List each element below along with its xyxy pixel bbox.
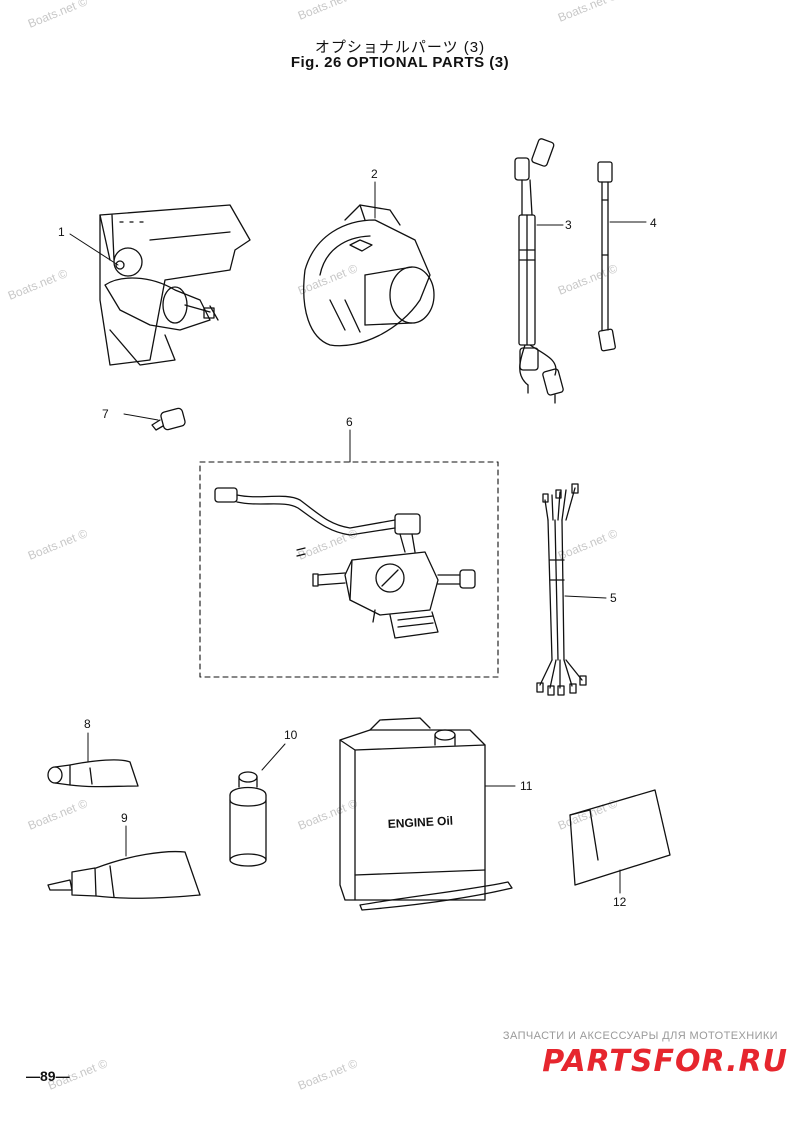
callout-4: 4: [650, 216, 657, 230]
part-3-extension-harness: [514, 138, 564, 404]
callout-3: 3: [565, 218, 572, 232]
leader-line: [564, 595, 607, 599]
watermark: Boats.net ©: [296, 526, 360, 563]
callout-9: 9: [121, 811, 128, 825]
page-number: —89—: [26, 1068, 70, 1084]
callout-2: 2: [371, 167, 378, 181]
part-6-fuel-pump-kit: [214, 487, 476, 639]
watermark: Boats.net ©: [556, 261, 620, 298]
callout-8: 8: [84, 717, 91, 731]
watermark: Boats.net ©: [556, 0, 620, 25]
callout-1: 1: [58, 225, 65, 239]
engine-oil-label: ENGINE Oil: [387, 814, 453, 831]
part-5-wiring-harness: [536, 483, 587, 696]
part-10-spray-can: [229, 771, 267, 867]
watermark: Boats.net ©: [556, 796, 620, 833]
leader-line: [123, 413, 159, 421]
part-8-grease-tube-small: [47, 759, 139, 788]
leader-line: [261, 743, 286, 771]
callout-5: 5: [610, 591, 617, 605]
watermark: Boats.net ©: [26, 796, 90, 833]
watermark: Boats.net ©: [6, 266, 70, 303]
callout-10: 10: [284, 728, 298, 742]
page-title: Fig. 26 OPTIONAL PARTS (3): [290, 54, 510, 71]
watermark: Boats.net ©: [296, 1056, 360, 1093]
watermark: Boats.net ©: [556, 526, 620, 563]
leader-line: [69, 233, 119, 266]
watermarks: Boats.net © Boats.net © Boats.net © Boat…: [6, 0, 620, 1093]
part-11-engine-oil-can: [339, 717, 513, 911]
part-6-kit-box: [199, 461, 499, 678]
watermark: Boats.net ©: [296, 796, 360, 833]
part-1-lower-unit: [99, 204, 251, 366]
part-12-bag: [569, 789, 671, 886]
part-7-stud: [151, 407, 186, 431]
page-title-japanese: オプショナルパーツ (3): [314, 39, 486, 56]
watermark: Boats.net ©: [26, 0, 90, 31]
callout-11: 11: [520, 779, 533, 793]
part-4-cable: [597, 161, 616, 352]
watermark: Boats.net ©: [296, 0, 360, 23]
watermark: Boats.net ©: [26, 526, 90, 563]
shop-caption: ЗАПЧАСТИ И АКСЕССУАРЫ ДЛЯ МОТОТЕХНИКИ: [502, 1030, 778, 1042]
shop-logo: PARTSFOR.RU: [542, 1044, 788, 1079]
part-2-guard: [303, 204, 435, 347]
callout-6: 6: [346, 415, 353, 429]
part-9-grease-tube-large: [47, 850, 201, 899]
callout-12: 12: [613, 895, 627, 909]
callout-7: 7: [102, 407, 109, 421]
callout-numbers: 1 2 3 4 5 6 7 8 9 10 11 12: [58, 167, 657, 909]
